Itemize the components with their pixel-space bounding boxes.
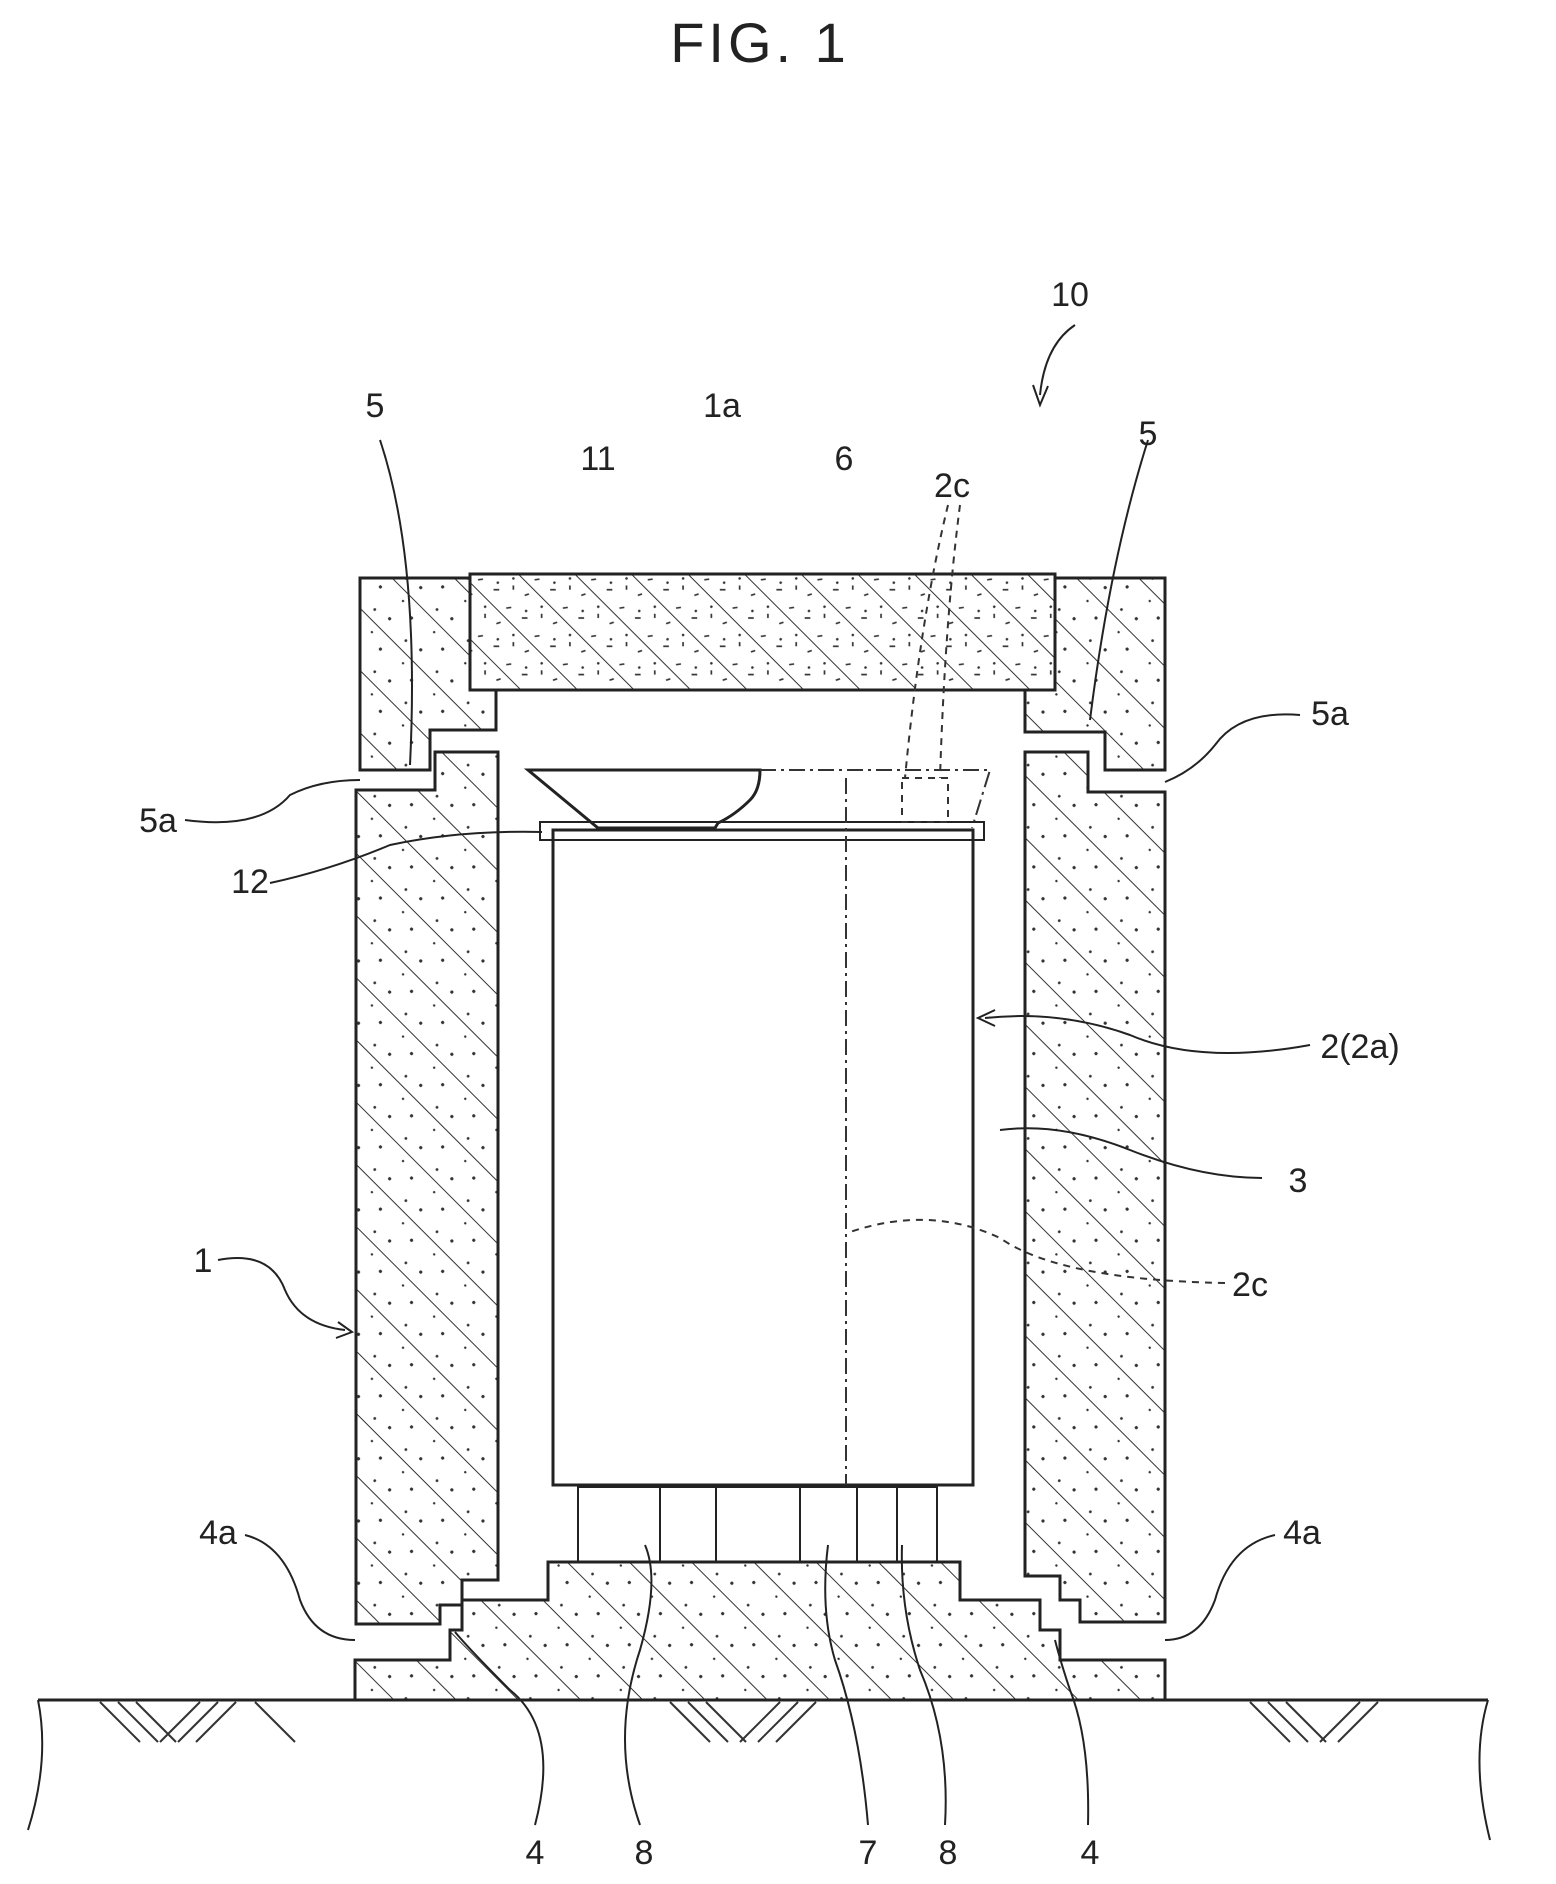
supports [578, 1487, 937, 1562]
label-6: 6 [835, 440, 854, 478]
support-center [716, 1487, 800, 1562]
label-12: 12 [231, 863, 269, 901]
label-3: 3 [1289, 1162, 1308, 1200]
label-7: 7 [859, 1834, 878, 1872]
label-5a-right: 5a [1311, 695, 1349, 733]
label-1: 1 [194, 1242, 213, 1280]
funnel-11-outline-right [760, 770, 990, 828]
label-4-left: 4 [526, 1834, 545, 1872]
label-2c-mid: 2c [1232, 1266, 1268, 1304]
label-10: 10 [1051, 276, 1089, 314]
leader-5a-left [185, 780, 360, 822]
label-8-right: 8 [939, 1834, 958, 1872]
right-wall [1025, 752, 1165, 1622]
label-11: 11 [580, 440, 615, 478]
leader-10 [1040, 325, 1075, 395]
figure-title: FIG. 1 [670, 11, 850, 74]
support-7 [800, 1487, 857, 1562]
storage-container [355, 574, 1165, 1700]
seam-2c-box [902, 778, 948, 822]
label-2-2a: 2(2a) [1320, 1028, 1399, 1066]
base-slab [355, 1562, 1165, 1700]
label-8-left: 8 [635, 1834, 654, 1872]
label-5-right: 5 [1139, 415, 1158, 453]
label-4a-left: 4a [199, 1514, 237, 1552]
leader-1 [218, 1258, 345, 1330]
ground-hatch [100, 1702, 1378, 1742]
label-2c-top: 2c [934, 467, 970, 505]
lid-1a [470, 574, 1055, 690]
funnel-11 [528, 770, 760, 828]
label-4a-right: 4a [1283, 1514, 1321, 1552]
leader-4a-left [245, 1535, 355, 1640]
label-5a-left: 5a [139, 802, 177, 840]
label-1a: 1a [703, 387, 741, 425]
canister-2 [553, 830, 973, 1485]
ground [28, 1700, 1490, 1840]
leader-5a-right [1165, 714, 1300, 782]
label-4-right: 4 [1081, 1834, 1100, 1872]
leader-4a-right [1165, 1535, 1275, 1640]
label-5-left: 5 [366, 387, 385, 425]
left-wall [356, 752, 498, 1624]
